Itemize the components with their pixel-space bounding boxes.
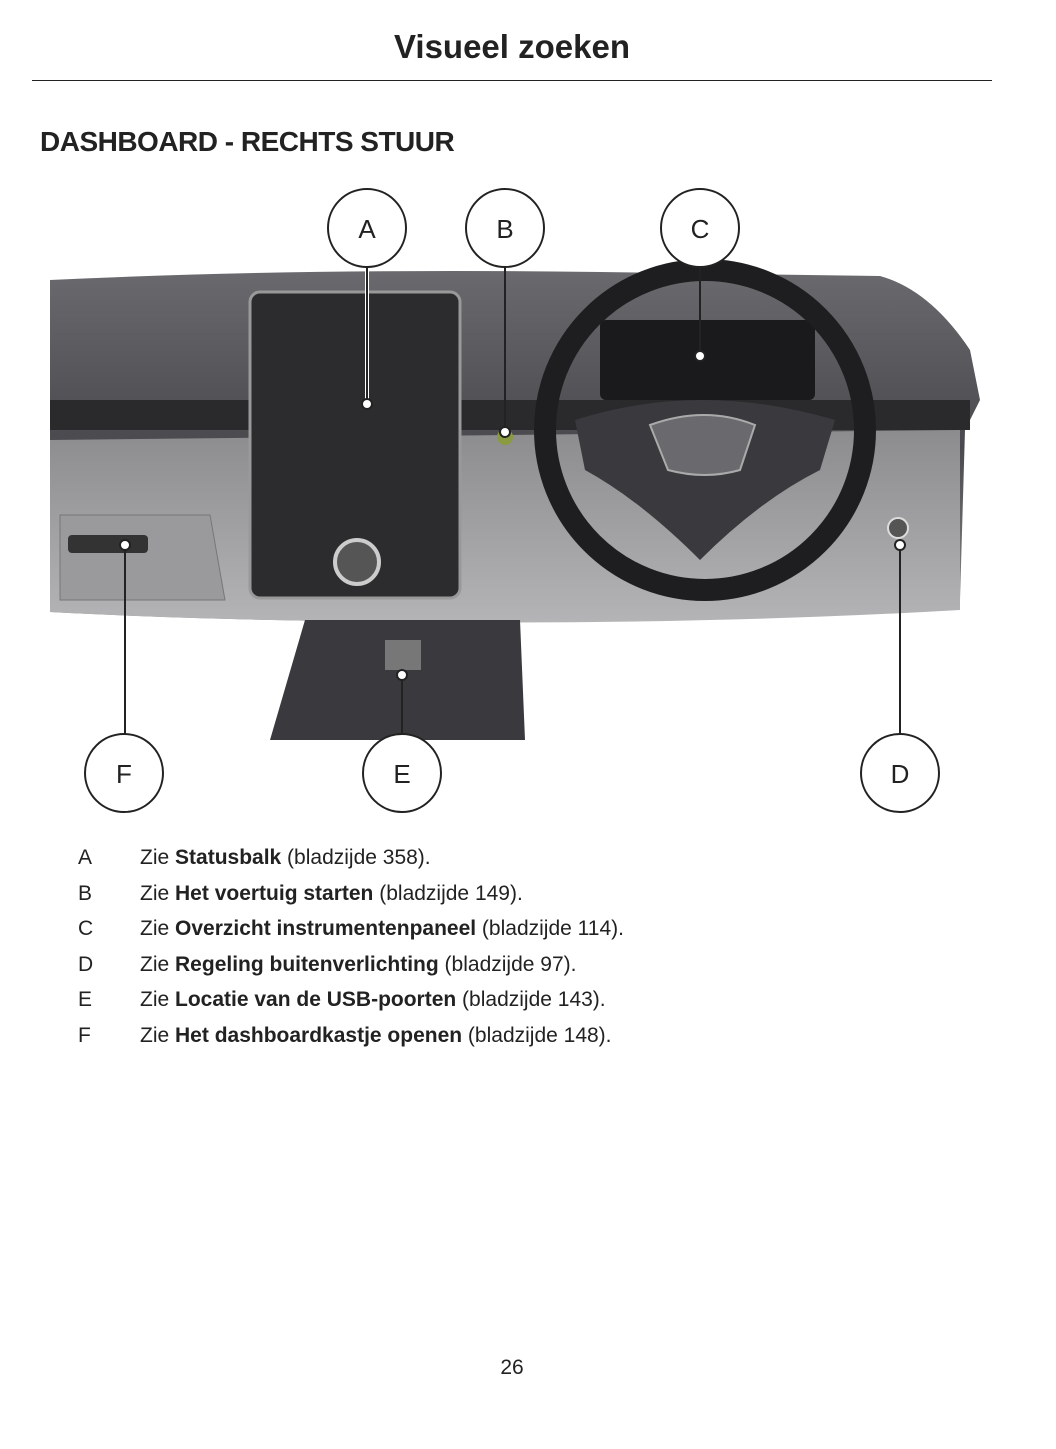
legend-item: D Zie Regeling buitenverlichting (bladzij… (78, 953, 624, 989)
legend-item: F Zie Het dashboardkastje openen (bladzij… (78, 1024, 624, 1060)
reference-link: Statusbalk (175, 846, 282, 869)
legend-key: E (78, 988, 93, 1012)
steering-wheel (534, 259, 876, 601)
callout-label: E (393, 759, 410, 789)
callout-a: A (327, 188, 407, 410)
callout-e: E (362, 669, 442, 813)
callout-label: C (691, 214, 710, 244)
page-ref: (bladzijde 358). (281, 846, 431, 869)
reference-link: Het dashboardkastje openen (175, 1023, 463, 1047)
reference-link: Het voertuig starten (175, 881, 374, 905)
callout-d: D (860, 539, 940, 813)
legend-text: Zie Het voertuig starten (bladzijde 149)… (140, 882, 523, 918)
page-title: Visueel zoeken (393, 28, 630, 65)
prefix: Zie (140, 881, 176, 905)
page-number: 26 (500, 1356, 524, 1379)
header-divider (32, 80, 992, 81)
callout-f: F (84, 539, 164, 813)
legend-key: B (78, 881, 93, 905)
callout-label: D (891, 759, 910, 789)
center-touchscreen (248, 290, 462, 600)
dashboard-illustration: A B C D E F (50, 188, 980, 813)
reference-link: Locatie van de USB-poorten (175, 988, 457, 1012)
legend-key: A (78, 846, 93, 869)
legend-text: Zie Statusbalk (bladzijde 358). (140, 846, 431, 882)
legend-item: B Zie Het voertuig starten (bladzijde 149… (78, 882, 624, 918)
reference-link: Regeling buitenverlichting (175, 952, 439, 976)
callout-b: B (465, 188, 545, 438)
legend-text: Zie Het dashboardkastje openen (bladzijd… (140, 1024, 612, 1060)
legend-item: C Zie Overzicht instrumentenpaneel (bladz… (78, 917, 624, 953)
prefix: Zie (140, 988, 176, 1012)
prefix: Zie (140, 1023, 176, 1047)
legend-text: Zie Regeling buitenverlichting (bladzijd… (140, 953, 576, 989)
legend-text: Zie Overzicht instrumentenpaneel (bladzi… (140, 917, 624, 953)
page-ref: (bladzijde 148). (462, 1023, 612, 1047)
legend-key: F (78, 1023, 91, 1047)
callout-c: C (660, 188, 740, 362)
page-ref: (bladzijde 97). (438, 952, 577, 976)
page-ref: (bladzijde 114). (476, 917, 624, 941)
legend-list: A Zie Statusbalk (bladzijde 358). B Zie He… (78, 846, 624, 1060)
callout-label: A (358, 214, 376, 244)
page-ref: (bladzijde 143). (456, 988, 606, 1012)
reference-link: Overzicht instrumentenpaneel (175, 917, 477, 941)
legend-text: Zie Locatie van de USB-poorten (bladzijd… (140, 988, 606, 1024)
legend-key: C (78, 917, 94, 941)
page-ref: (bladzijde 149). (373, 881, 523, 905)
legend-item: E Zie Locatie van de USB-poorten (bladzij… (78, 988, 624, 1024)
legend-item: A Zie Statusbalk (bladzijde 358). (78, 846, 624, 882)
legend-key: D (78, 952, 94, 976)
callout-label: B (496, 214, 513, 244)
section-heading: DASHBOARD - RECHTS STUUR (40, 126, 455, 157)
callout-label: F (116, 759, 132, 789)
light-switch-icon (887, 517, 909, 539)
prefix: Zie (140, 846, 176, 869)
prefix: Zie (140, 917, 176, 941)
prefix: Zie (140, 952, 176, 976)
